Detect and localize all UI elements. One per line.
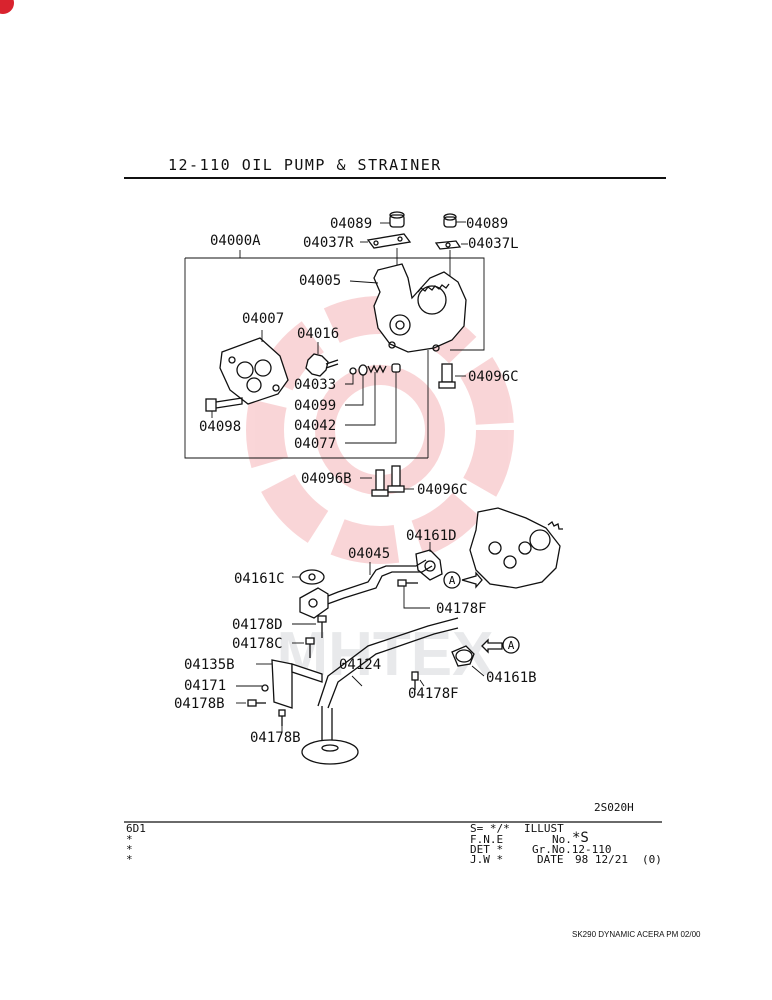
gasket-04037R — [366, 233, 412, 249]
label-04124: 04124 — [339, 657, 381, 673]
spring-04042 — [367, 364, 387, 374]
label-04000A: 04000A — [210, 233, 261, 249]
label-04077: 04077 — [294, 436, 336, 452]
pump-assembly-view — [469, 507, 563, 589]
title-underline — [124, 177, 666, 179]
label-04178C: 04178C — [232, 636, 283, 652]
label-04098: 04098 — [199, 419, 241, 435]
footer-model: 6D1 — [126, 822, 146, 835]
cap-04089-right — [443, 213, 457, 228]
bolt-04178F-upper — [397, 579, 418, 587]
footer-fne-label: F.N.E — [470, 833, 503, 846]
label-04099: 04099 — [294, 398, 336, 414]
label-04096B: 04096B — [301, 471, 352, 487]
ref-A-upper: A — [449, 574, 456, 587]
label-04033: 04033 — [294, 377, 336, 393]
label-04178B-side: 04178B — [174, 696, 225, 712]
label-04161D: 04161D — [406, 528, 457, 544]
ref-circle-A-upper — [443, 571, 461, 589]
gasket-04161B — [455, 649, 473, 663]
label-04178F-upper: 04178F — [436, 601, 487, 617]
footer-no-value: *S — [572, 830, 589, 846]
label-04042: 04042 — [294, 418, 336, 434]
washer-04171 — [261, 684, 269, 692]
footer-star-3: * — [126, 853, 133, 866]
footer-s-line: S= */* — [470, 822, 510, 835]
arrow-A-lower — [481, 638, 503, 654]
footer-star-1: * — [126, 833, 133, 846]
footer-rev: (0) — [642, 853, 662, 866]
label-04037R: 04037R — [303, 235, 354, 251]
label-04016: 04016 — [297, 326, 339, 342]
ref-A-lower: A — [508, 639, 515, 652]
bolt-04098 — [205, 397, 243, 412]
label-04178D: 04178D — [232, 617, 283, 633]
ball-04033 — [349, 367, 357, 375]
label-04045: 04045 — [348, 546, 390, 562]
page-title: 12-110 OIL PUMP & STRAINER — [168, 156, 442, 174]
corner-badge — [0, 0, 14, 14]
bolt-04178F-lower — [411, 671, 419, 690]
suction-pipe-04045 — [299, 559, 433, 619]
watermark: MHTEX — [246, 296, 514, 689]
label-04089-left: 04089 — [330, 216, 372, 232]
label-04005: 04005 — [299, 273, 341, 289]
part-04099 — [358, 364, 368, 376]
illust-code: 2S020H — [594, 801, 634, 814]
footer-date-label: DATE — [537, 853, 564, 866]
label-04171: 04171 — [184, 678, 226, 694]
gasket-04161D — [415, 549, 443, 581]
label-04037L: 04037L — [468, 236, 519, 252]
bolt-04096C-upper — [438, 363, 456, 389]
label-04096C-lower: 04096C — [417, 482, 468, 498]
label-04135B: 04135B — [184, 657, 235, 673]
plug-04077 — [391, 363, 401, 373]
bolt-04096B — [371, 469, 389, 497]
gasket-04161C — [299, 569, 325, 585]
label-04096C-upper: 04096C — [468, 369, 519, 385]
footer-date-value: 98 12/21 — [575, 853, 628, 866]
oil-pump-body — [373, 263, 467, 353]
assembly-box-left — [184, 258, 428, 459]
doc-ref: SK290 DYNAMIC ACERA PM 02/00 — [572, 930, 701, 939]
assembly-box-top — [185, 257, 485, 351]
bolt-04178C — [305, 637, 315, 658]
footer-det-label: DET * — [470, 843, 503, 856]
label-04178B-lower: 04178B — [250, 730, 301, 746]
footer-jw-label: J.W * — [470, 853, 503, 866]
footer-illust-label: ILLUST — [524, 822, 564, 835]
footer-gr-no: Gr.No.12-110 — [532, 843, 611, 856]
label-04089-right: 04089 — [466, 216, 508, 232]
bolt-04178B-lower — [278, 709, 286, 726]
label-04178F-lower: 04178F — [408, 686, 459, 702]
label-04007: 04007 — [242, 311, 284, 327]
bolt-04178B-side — [247, 699, 266, 707]
bolt-04178D — [317, 615, 327, 638]
cap-04089-left — [389, 211, 405, 228]
bracket-04135B — [271, 659, 323, 709]
ref-circle-A-lower — [502, 636, 520, 654]
pump-cover-04007 — [219, 337, 289, 405]
gasket-04037L — [434, 240, 462, 250]
footer-star-2: * — [126, 843, 133, 856]
label-04161C: 04161C — [234, 571, 285, 587]
arrow-A-upper — [461, 571, 483, 589]
footer-no-label: No. — [552, 833, 572, 846]
label-04161B: 04161B — [486, 670, 537, 686]
gear-04016 — [305, 353, 339, 377]
